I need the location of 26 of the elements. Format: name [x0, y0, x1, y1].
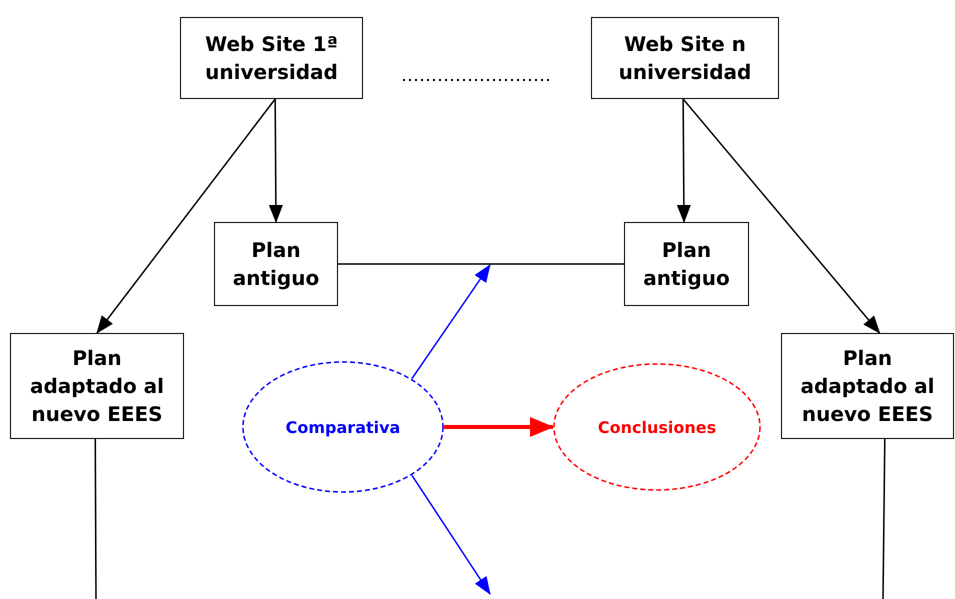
node-label: Web Site 1ª universidad	[204, 31, 339, 86]
connector-line	[882, 439, 886, 599]
arrow	[444, 417, 554, 437]
arrow	[676, 99, 691, 223]
ellipse-node	[553, 363, 761, 491]
process-box	[781, 333, 954, 439]
arrow	[96, 98, 276, 334]
ellipse-node	[242, 361, 444, 493]
node-label: Plan antiguo	[232, 237, 320, 292]
node-label: Plan adaptado al nuevo EEES	[28, 345, 166, 428]
process-box	[180, 17, 363, 99]
arrow	[411, 474, 491, 595]
process-box	[591, 17, 779, 99]
node-label: Web Site n universidad	[618, 31, 752, 86]
process-box	[214, 222, 338, 306]
arrow	[682, 98, 880, 334]
arrow	[268, 99, 283, 223]
process-box	[10, 333, 184, 439]
connector-line	[338, 263, 624, 265]
connector-line	[94, 439, 97, 599]
node-label: Plan antiguo	[642, 237, 731, 292]
node-label: Conclusiones	[598, 418, 716, 436]
node-label: Plan adaptado al nuevo EEES	[799, 345, 936, 428]
node-label: Comparativa	[286, 418, 400, 436]
arrow	[411, 264, 491, 380]
process-box	[624, 222, 749, 306]
